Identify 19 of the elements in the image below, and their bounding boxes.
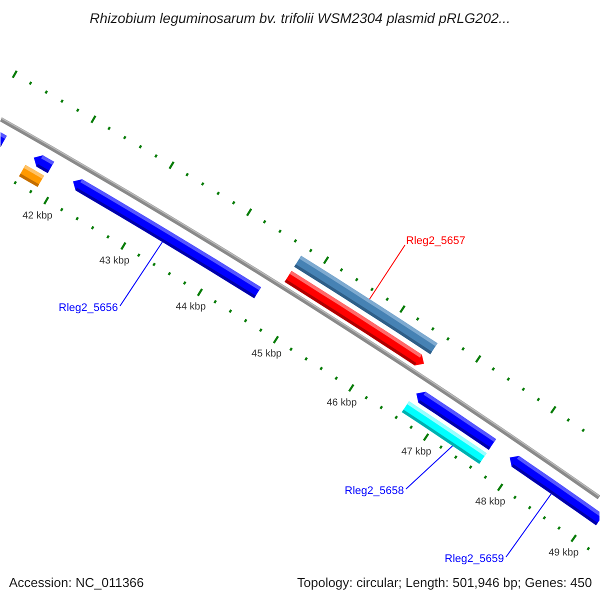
- gene-label: Rleg2_5656: [58, 302, 118, 314]
- gene-bar: [294, 256, 438, 354]
- leader-line: [406, 445, 454, 490]
- gene-bar: [73, 179, 262, 298]
- gene-bar: [402, 401, 487, 464]
- genome-stats-text: Topology: circular; Length: 501,946 bp; Genes: 450: [297, 575, 592, 591]
- scale-label: 43 kbp: [99, 256, 130, 267]
- gene-bar: [510, 456, 600, 526]
- gene-label: Rleg2_5659: [444, 553, 504, 565]
- accession-text: Accession: NC_011366: [9, 575, 144, 591]
- gene-label: Rleg2_5658: [344, 485, 404, 497]
- leader-line: [120, 241, 163, 306]
- map-title: Rhizobium leguminosarum bv. trifolii WSM2304 plasmid pRLG202...: [90, 10, 510, 26]
- scale-label: 46 kbp: [326, 397, 357, 408]
- leader-line: [369, 244, 406, 300]
- scale-label: 49 kbp: [548, 547, 579, 558]
- gene-label: Rleg2_5657: [406, 235, 466, 247]
- leader-line: [506, 493, 552, 558]
- scale-label: 47 kbp: [401, 446, 432, 458]
